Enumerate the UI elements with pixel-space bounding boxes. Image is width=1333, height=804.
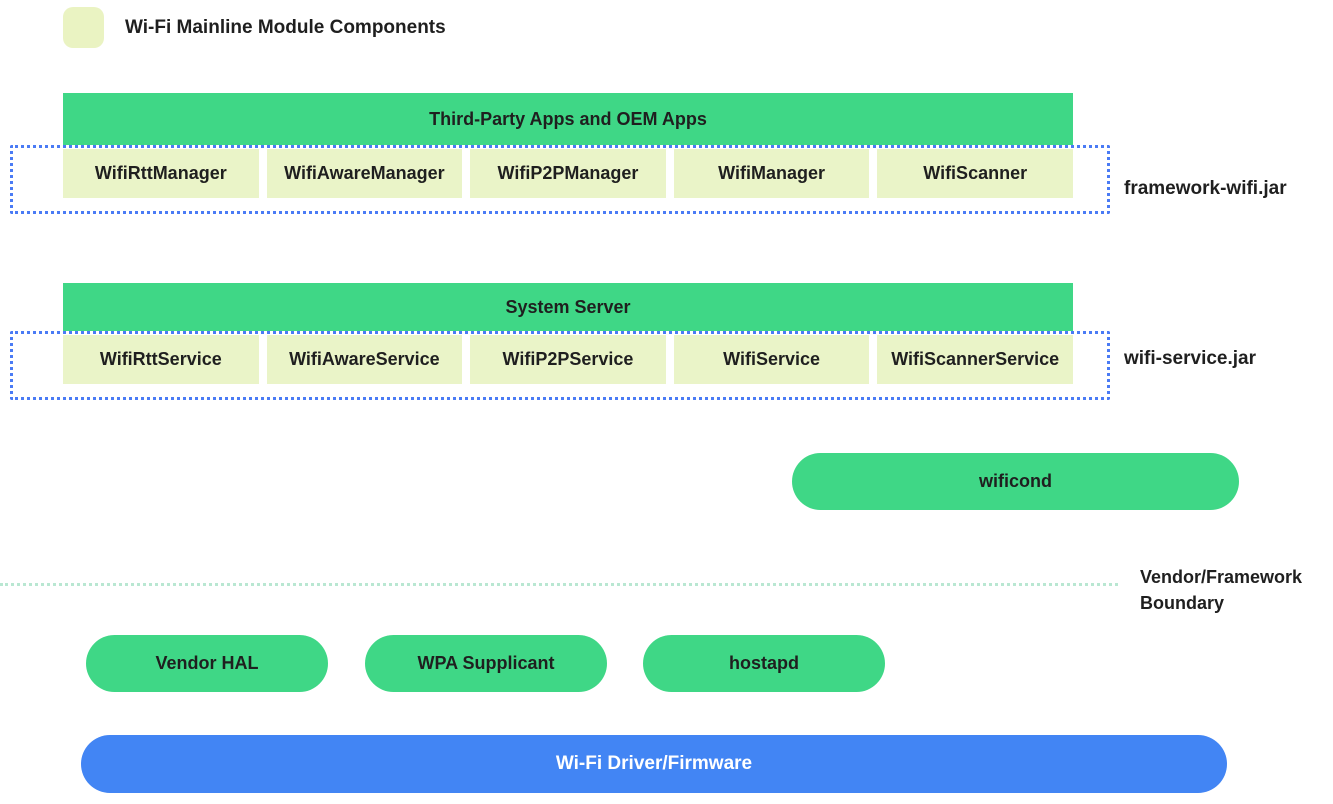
framework-wifi-jar-label: framework-wifi.jar — [1124, 178, 1287, 199]
vendor-hal-label: Vendor HAL — [155, 653, 259, 673]
box-wifip2pmanager: WifiP2PManager — [470, 149, 666, 198]
box-wifiscannerservice: WifiScannerService — [877, 335, 1073, 384]
wifi-driver-firmware-bar: Wi-Fi Driver/Firmware — [81, 735, 1227, 793]
framework-wifi-jar-boundary — [10, 145, 1110, 214]
box-wifiscanner: WifiScanner — [877, 149, 1073, 198]
wificond-label: wificond — [979, 471, 1052, 491]
vendor-framework-boundary-label: Vendor/Framework Boundary — [1140, 567, 1303, 613]
hostapd-pill: hostapd — [643, 635, 885, 692]
wpa-supplicant-pill: WPA Supplicant — [365, 635, 607, 692]
wpa-supplicant-label: WPA Supplicant — [417, 653, 555, 673]
box-wifiawareservice: WifiAwareService — [266, 335, 463, 384]
system-server-bar: System Server — [63, 283, 1073, 331]
wifi-driver-firmware-label: Wi-Fi Driver/Firmware — [555, 753, 753, 774]
legend-swatch — [63, 7, 104, 48]
service-box-row: WifiRttService WifiAwareService WifiP2PS… — [63, 335, 1073, 384]
wificond-pill: wificond — [792, 453, 1239, 510]
legend-label: Wi-Fi Mainline Module Components — [125, 16, 446, 38]
hostapd-label: hostapd — [729, 653, 799, 673]
box-wifiawaremanager: WifiAwareManager — [266, 149, 463, 198]
third-party-apps-bar: Third-Party Apps and OEM Apps — [63, 93, 1073, 145]
manager-box-row: WifiRttManager WifiAwareManager WifiP2PM… — [63, 149, 1073, 198]
box-wifirttservice: WifiRttService — [63, 335, 259, 384]
box-wifiservice: WifiService — [673, 335, 870, 384]
wifi-service-jar-label: wifi-service.jar — [1124, 348, 1257, 369]
vendor-framework-boundary-line — [0, 583, 1118, 586]
box-wifip2pservice: WifiP2PService — [470, 335, 666, 384]
system-server-label: System Server — [505, 296, 631, 317]
box-wifimanager: WifiManager — [673, 149, 870, 198]
wifi-service-jar-boundary — [10, 331, 1110, 400]
vendor-hal-pill: Vendor HAL — [86, 635, 328, 692]
third-party-apps-label: Third-Party Apps and OEM Apps — [429, 108, 707, 129]
box-wifirttmanager: WifiRttManager — [63, 149, 259, 198]
